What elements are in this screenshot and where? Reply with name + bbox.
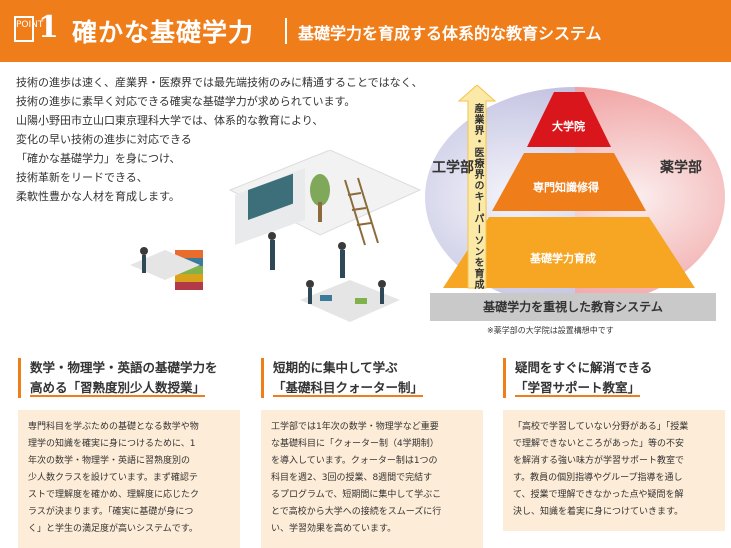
feature-column-2: 短期的に集中して学ぶ 「基礎科目クォーター制」 工学部では1年次の数学・物理学な… <box>261 358 483 548</box>
feature-body-line: で理解できないところがあった」等の不安 <box>513 439 685 449</box>
feature-body-line: 年次の数学・物理学・英語に習熟度別の <box>28 456 191 466</box>
pharmacy-label: 薬学部 <box>660 160 702 176</box>
feature-body: 「高校で学習していない分野がある」「授業 で理解できないところがあった」等の不安… <box>503 410 725 531</box>
feature-body-line: とで高校から大学への接続をスムーズに行 <box>271 507 442 517</box>
pyramid-graphic <box>425 85 725 295</box>
feature-body: 専門科目を学ぶための基礎となる数学や物 理学の知識を確実に身につけるために、1 … <box>18 410 240 548</box>
base-system-bar: 基礎学力を重視した教育システム <box>430 293 716 321</box>
feature-heading-line: 「学習サポート教室」 <box>515 380 641 397</box>
feature-body-line: 少人数クラスを設けています。まず確認テ <box>28 473 198 483</box>
header-divider <box>285 18 287 44</box>
feature-body-line: い、学習効果を高めています。 <box>271 524 397 534</box>
feature-column-1: 数学・物理学・英語の基礎学力を 高める「習熟度別少人数授業」 専門科目を学ぶため… <box>18 358 240 548</box>
feature-body-line: な基礎科目に「クォーター制（4学期制） <box>271 439 439 449</box>
intro-line: 技術の進歩は速く、産業界・医療界では最先端技術のみに精通することではなく、 <box>16 76 423 89</box>
feature-body-line: るプログラムで、短期間に集中して学ぶこ <box>271 490 442 500</box>
feature-body-line: て、授業で理解できなかった点や疑問を解 <box>513 490 684 500</box>
intro-line: 山陽小野田市立山口東京理科大学では、体系的な教育により、 <box>16 114 324 127</box>
level-specialized: 専門知識修得 <box>533 181 599 194</box>
feature-heading: 数学・物理学・英語の基礎学力を 高める「習熟度別少人数授業」 <box>18 358 240 398</box>
feature-column-3: 疑問をすぐに解消できる 「学習サポート教室」 「高校で学習していない分野がある」… <box>503 358 725 531</box>
feature-heading: 短期的に集中して学ぶ 「基礎科目クォーター制」 <box>261 358 483 398</box>
feature-body-line: ストで理解度を確かめ、理解度に応じたク <box>28 490 200 500</box>
feature-body: 工学部では1年次の数学・物理学など重要 な基礎科目に「クォーター制（4学期制） … <box>261 410 483 548</box>
diagram-note: ※薬学部の大学院は設置構想中です <box>487 326 614 335</box>
point-number: 1 <box>38 10 59 45</box>
page-subtitle: 基礎学力を育成する体系的な教育システム <box>298 24 602 43</box>
growth-arrow-text: 産業界・医療界のキーパーソンを育成 <box>472 103 483 290</box>
feature-heading: 疑問をすぐに解消できる 「学習サポート教室」 <box>503 358 725 398</box>
point-badge: POINT <box>14 16 43 42</box>
feature-body-line: 工学部では1年次の数学・物理学など重要 <box>271 422 439 432</box>
feature-body-line: す。教員の個別指導やグループ指導を通し <box>513 473 683 483</box>
intro-text: 技術の進歩は速く、産業界・医療界では最先端技術のみに精通することではなく、 技術… <box>16 73 456 206</box>
feature-heading-line: 高める「習熟度別少人数授業」 <box>30 380 206 397</box>
feature-body-line: を解消する強い味方が学習サポート教室で <box>513 456 685 466</box>
intro-line: 技術の進歩に素早く対応できる確実な基礎学力が求められています。 <box>16 95 356 108</box>
engineering-label: 工学部 <box>432 160 474 176</box>
feature-heading-line: 「基礎科目クォーター制」 <box>273 380 424 397</box>
classroom-illustration <box>130 150 422 322</box>
feature-body-line: 専門科目を学ぶための基礎となる数学や物 <box>28 422 199 432</box>
intro-line: 「確かな基礎学力」を身につけ、 <box>16 152 181 165</box>
level-foundation: 基礎学力育成 <box>530 252 596 265</box>
feature-body-line: く」と学生の満足度が高いシステムです。 <box>28 524 198 534</box>
feature-heading-line: 短期的に集中して学ぶ <box>273 360 398 375</box>
feature-heading-line: 数学・物理学・英語の基礎学力を <box>30 360 218 375</box>
feature-body-line: 「高校で学習していない分野がある」「授業 <box>513 422 689 432</box>
level-graduate: 大学院 <box>552 120 585 133</box>
feature-body-line: ラスが決まります。「確実に基礎が身につ <box>28 507 194 517</box>
intro-line: 変化の早い技術の進歩に対応できる <box>16 133 192 146</box>
feature-heading-line: 疑問をすぐに解消できる <box>515 360 653 375</box>
intro-line: 技術革新をリードできる、 <box>16 171 148 184</box>
page-title: 確かな基礎学力 <box>72 18 255 47</box>
intro-line: 柔軟性豊かな人材を育成します。 <box>16 190 180 203</box>
feature-body-line: を導入しています。クォーター制は1つの <box>271 456 438 466</box>
feature-body-line: 理学の知識を確実に身につけるために、1 <box>28 439 196 449</box>
feature-body-line: 科目を週2、3回の授業、8週間で完結す <box>271 473 433 483</box>
page-header: POINT 1 確かな基礎学力 基礎学力を育成する体系的な教育システム <box>0 0 731 62</box>
feature-body-line: 決し、知識を着実に身につけていきます。 <box>513 507 684 517</box>
education-system-diagram: 工学部 薬学部 大学院 専門知識修得 基礎学力育成 産業界・医療界のキーパーソン… <box>417 85 731 345</box>
